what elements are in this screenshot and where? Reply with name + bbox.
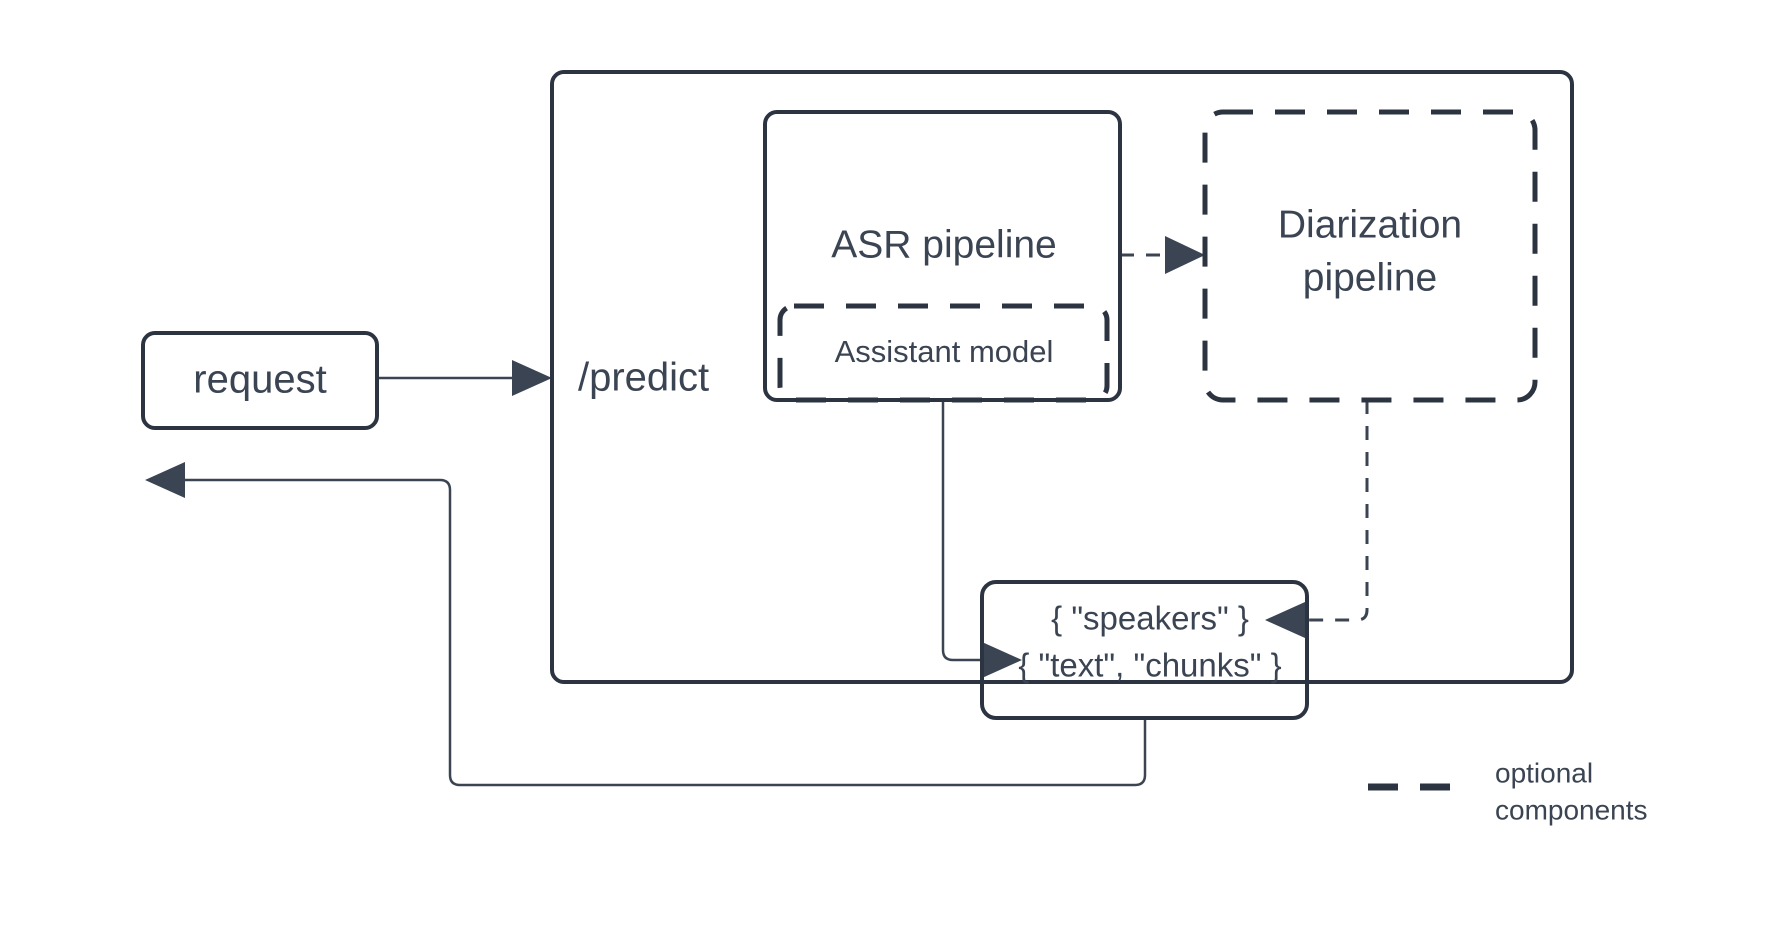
node-request[interactable]: request bbox=[141, 331, 379, 430]
node-predict-container[interactable]: /predict bbox=[550, 70, 1574, 684]
output-text-chunks-label: { "text", "chunks" } bbox=[1018, 647, 1281, 684]
diarization-pipeline-label-line2: pipeline bbox=[1303, 256, 1437, 299]
node-asr-pipeline[interactable]: ASR pipeline bbox=[763, 110, 1122, 402]
edge-request-to-predict bbox=[377, 360, 552, 396]
assistant-model-label: Assistant model bbox=[835, 334, 1054, 369]
output-speakers-label: { "speakers" } bbox=[1051, 600, 1249, 637]
node-assistant-model[interactable]: Assistant model bbox=[777, 303, 1110, 403]
edge-diarization-to-output bbox=[1265, 400, 1369, 638]
asr-pipeline-label: ASR pipeline bbox=[831, 223, 1056, 266]
legend-label-line1: optional bbox=[1495, 757, 1593, 788]
edge-asr-to-diarization bbox=[1120, 236, 1205, 274]
predict-label: /predict bbox=[578, 356, 709, 400]
legend-label-line2: components bbox=[1495, 794, 1648, 825]
node-diarization-pipeline[interactable]: Diarization pipeline bbox=[1202, 109, 1538, 403]
request-label: request bbox=[193, 358, 326, 402]
diarization-pipeline-label-line1: Diarization bbox=[1278, 203, 1462, 246]
node-output-payload[interactable]: { "speakers" } { "text", "chunks" } bbox=[980, 580, 1309, 720]
edge-output-to-response bbox=[145, 462, 1147, 787]
edge-assistant-to-output bbox=[941, 400, 1022, 678]
legend: optional components bbox=[1368, 757, 1648, 825]
